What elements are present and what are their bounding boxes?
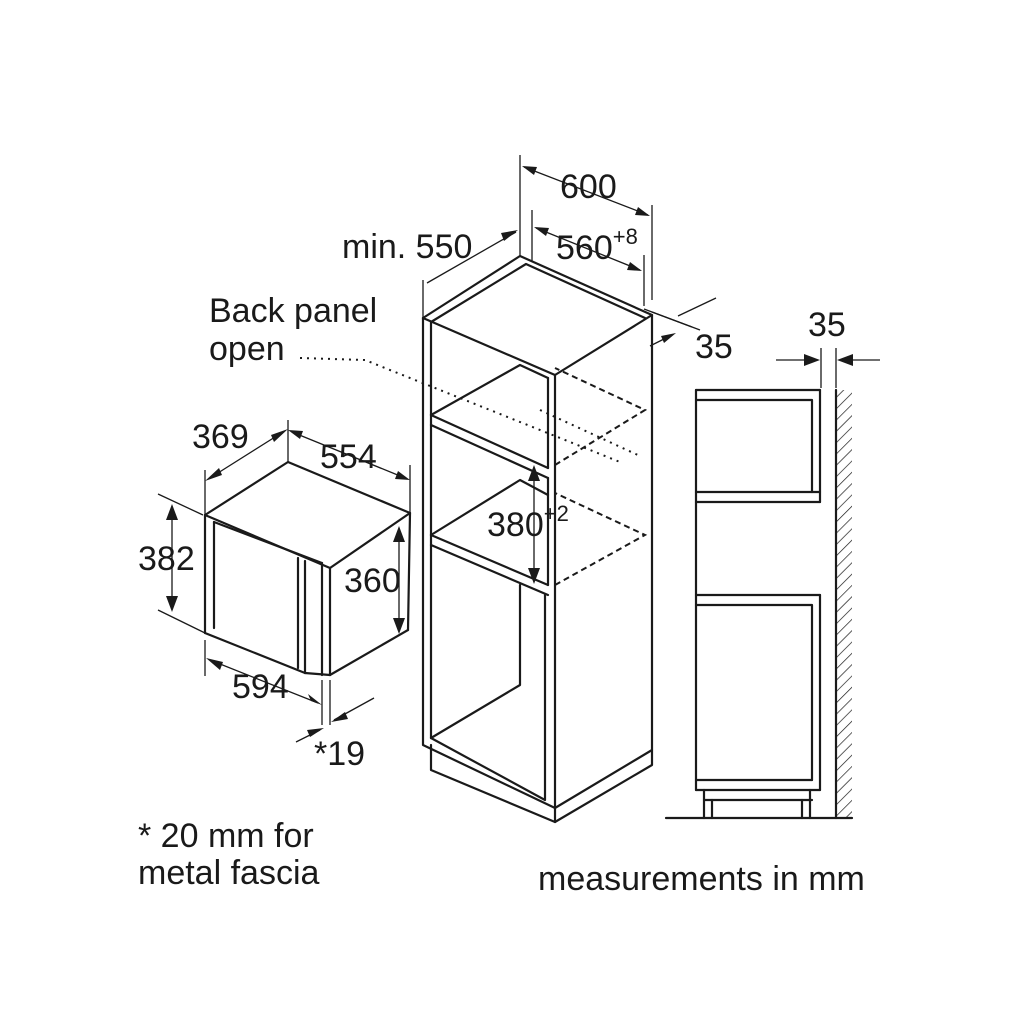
- cabinet-dimensions: [422, 155, 717, 584]
- label-niche-height: 380+2: [487, 501, 569, 544]
- label-overall-width: 600: [560, 168, 617, 206]
- label-appliance-width-body: 554: [320, 438, 377, 476]
- footnote-line-2: metal fascia: [138, 854, 319, 892]
- label-appliance-height-body: 360: [344, 562, 401, 600]
- label-back-panel: Back panel: [209, 292, 377, 330]
- side-elevation-drawing: [664, 348, 880, 820]
- label-appliance-height-front: 382: [138, 540, 195, 578]
- label-side-gap-tall: 35: [695, 328, 733, 366]
- units-note: measurements in mm: [538, 860, 865, 898]
- label-niche-width: 560+8: [556, 224, 638, 267]
- footnote-line-1: * 20 mm for: [138, 817, 314, 855]
- label-back-panel-open: open: [209, 330, 285, 368]
- appliance-drawing: [203, 460, 412, 677]
- appliance-dimensions: [157, 420, 411, 743]
- label-appliance-width-front: 594: [232, 668, 289, 706]
- label-fascia-thickness: *19: [314, 735, 365, 773]
- label-appliance-depth: 369: [192, 418, 249, 456]
- label-wall-gap: 35: [808, 306, 846, 344]
- label-min-depth: min. 550: [342, 228, 472, 266]
